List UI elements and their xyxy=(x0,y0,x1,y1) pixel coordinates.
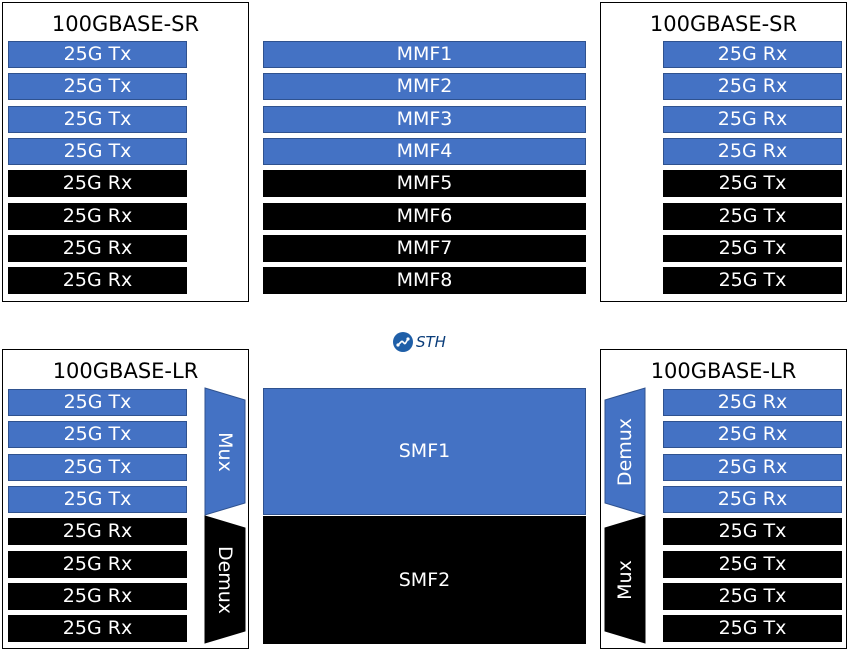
mmf-fiber: MMF4 xyxy=(263,138,586,165)
sr-right-lane: 25G Rx xyxy=(663,138,842,165)
sr-left-lane: 25G Tx xyxy=(8,106,187,133)
lr-right-lane: 25G Tx xyxy=(663,583,842,610)
sr-right-lane: 25G Tx xyxy=(663,170,842,197)
sr-left-lane: 25G Rx xyxy=(8,235,187,262)
mmf-fiber: MMF8 xyxy=(263,267,586,294)
sr-right-title: 100GBASE-SR xyxy=(649,12,798,36)
lr-right-lane: 25G Tx xyxy=(663,518,842,545)
sr-right-lane: 25G Rx xyxy=(663,73,842,100)
lr-right-lane: 25G Tx xyxy=(663,551,842,578)
lr-right-lane: 25G Rx xyxy=(663,454,842,481)
sr-right-lane: 25G Rx xyxy=(663,106,842,133)
sth-logo: STH xyxy=(393,331,446,353)
smf2-fiber: SMF2 xyxy=(263,516,586,644)
sr-right-lane: 25G Tx xyxy=(663,203,842,230)
mmf-fiber: MMF5 xyxy=(263,170,586,197)
sth-logo-icon xyxy=(393,332,413,352)
lr-left-lane: 25G Tx xyxy=(8,389,187,416)
lr-left-lane: 25G Tx xyxy=(8,454,187,481)
lr-right-mux-label: Mux xyxy=(614,560,636,600)
mmf-fiber: MMF3 xyxy=(263,106,586,133)
lr-left-lane: 25G Rx xyxy=(8,615,187,642)
sr-right-lane: 25G Tx xyxy=(663,267,842,294)
lr-left-lane: 25G Tx xyxy=(8,486,187,513)
lr-right-lane: 25G Rx xyxy=(663,486,842,513)
sr-right-lane: 25G Rx xyxy=(663,41,842,68)
lr-right-title: 100GBASE-LR xyxy=(650,359,797,383)
lr-right-lane: 25G Tx xyxy=(663,615,842,642)
sr-left-lane: 25G Rx xyxy=(8,203,187,230)
lr-left-lane: 25G Tx xyxy=(8,421,187,448)
lr-right-demux-label: Demux xyxy=(614,417,636,487)
mmf-fiber: MMF2 xyxy=(263,73,586,100)
smf1-fiber: SMF1 xyxy=(263,388,586,515)
sr-right-lane: 25G Tx xyxy=(663,235,842,262)
mmf-fiber: MMF1 xyxy=(263,41,586,68)
sr-left-lane: 25G Tx xyxy=(8,73,187,100)
sth-logo-text: STH xyxy=(416,333,446,351)
lr-right-lane: 25G Rx xyxy=(663,389,842,416)
sr-left-lane: 25G Tx xyxy=(8,138,187,165)
mmf-fiber: MMF7 xyxy=(263,235,586,262)
sr-left-lane: 25G Tx xyxy=(8,41,187,68)
lr-left-lane: 25G Rx xyxy=(8,583,187,610)
mmf-fiber: MMF6 xyxy=(263,203,586,230)
lr-left-mux-label: Mux xyxy=(214,432,236,472)
lr-left-title: 100GBASE-LR xyxy=(52,359,199,383)
lr-left-lane: 25G Rx xyxy=(8,518,187,545)
sr-left-lane: 25G Rx xyxy=(8,267,187,294)
sr-left-title: 100GBASE-SR xyxy=(51,12,200,36)
lr-right-lane: 25G Rx xyxy=(663,421,842,448)
lr-left-lane: 25G Rx xyxy=(8,551,187,578)
sr-left-lane: 25G Rx xyxy=(8,170,187,197)
lr-left-demux-label: Demux xyxy=(214,545,236,615)
